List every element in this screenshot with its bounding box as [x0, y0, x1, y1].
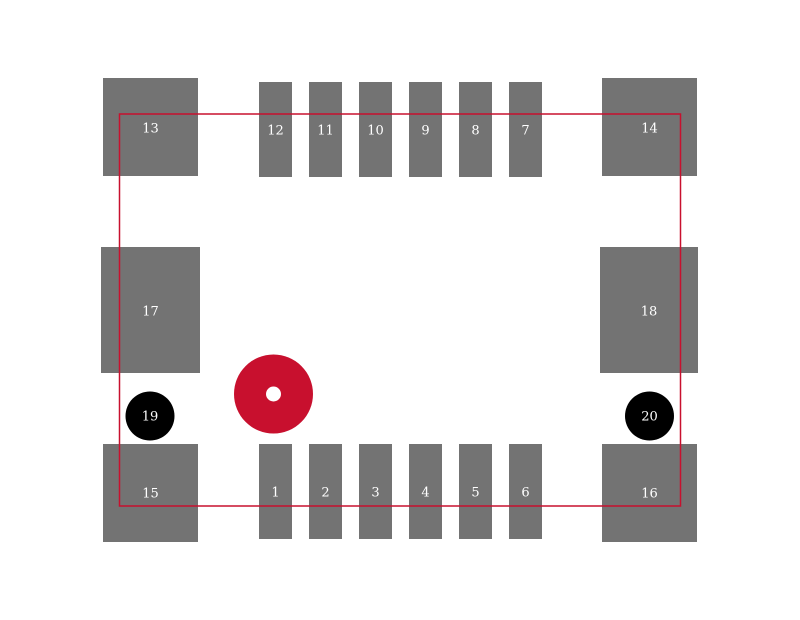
pad-label: 16	[641, 487, 658, 502]
pad-16: 16	[602, 444, 697, 542]
pad-label: 5	[471, 486, 479, 501]
pad-shape	[459, 444, 492, 539]
component-outline	[118, 113, 682, 507]
pad-label: 4	[421, 486, 429, 501]
pad-label: 1	[271, 486, 279, 501]
pad-3: 3	[359, 444, 392, 539]
pad-label: 15	[142, 487, 159, 502]
pad-shape	[459, 82, 492, 177]
pad-label: 13	[142, 122, 159, 137]
pad-shape	[509, 82, 542, 177]
pad-6: 6	[509, 444, 542, 539]
pad-13: 13	[103, 78, 198, 176]
pad-shape	[101, 247, 200, 373]
pad-shape	[409, 82, 442, 177]
pad-8: 8	[459, 82, 492, 177]
pad-label: 7	[521, 124, 529, 139]
mounting-hole-20: 20	[625, 391, 674, 441]
pad-14: 14	[602, 78, 697, 176]
pad-4: 4	[409, 444, 442, 539]
pad-shape	[259, 82, 292, 177]
pad-shape	[600, 247, 698, 373]
pad-7: 7	[509, 82, 542, 177]
pad-shape	[309, 444, 342, 539]
pin1-marker	[234, 354, 313, 434]
pad-shape	[259, 444, 292, 539]
pad-9: 9	[409, 82, 442, 177]
pad-shape	[359, 82, 392, 177]
pad-10: 10	[359, 82, 392, 177]
pad-shape	[359, 444, 392, 539]
pad-label: 11	[317, 124, 334, 139]
pad-1: 1	[259, 444, 292, 539]
pad-label: 14	[641, 122, 658, 137]
pad-label: 2	[321, 486, 329, 501]
pad-label: 18	[641, 305, 658, 320]
pad-shape	[309, 82, 342, 177]
pad-shape	[409, 444, 442, 539]
pad-label: 3	[371, 486, 379, 501]
pad-17: 17	[101, 247, 200, 373]
pad-15: 15	[103, 444, 198, 542]
pad-12: 12	[259, 82, 292, 177]
hole-shape	[625, 391, 674, 441]
pad-label: 6	[521, 486, 529, 501]
pad-18: 18	[600, 247, 698, 373]
pad-2: 2	[309, 444, 342, 539]
pad-label: 12	[267, 124, 284, 139]
mounting-hole-19: 19	[125, 391, 175, 441]
pad-shape	[509, 444, 542, 539]
pin1-marker-center	[266, 386, 281, 402]
hole-label: 20	[641, 410, 658, 425]
pad-label: 9	[421, 124, 429, 139]
pad-label: 8	[471, 124, 479, 139]
pad-11: 11	[309, 82, 342, 177]
hole-shape	[125, 391, 175, 441]
pad-5: 5	[459, 444, 492, 539]
pad-label: 17	[142, 305, 159, 320]
pad-label: 10	[367, 124, 384, 139]
hole-label: 19	[142, 410, 159, 425]
